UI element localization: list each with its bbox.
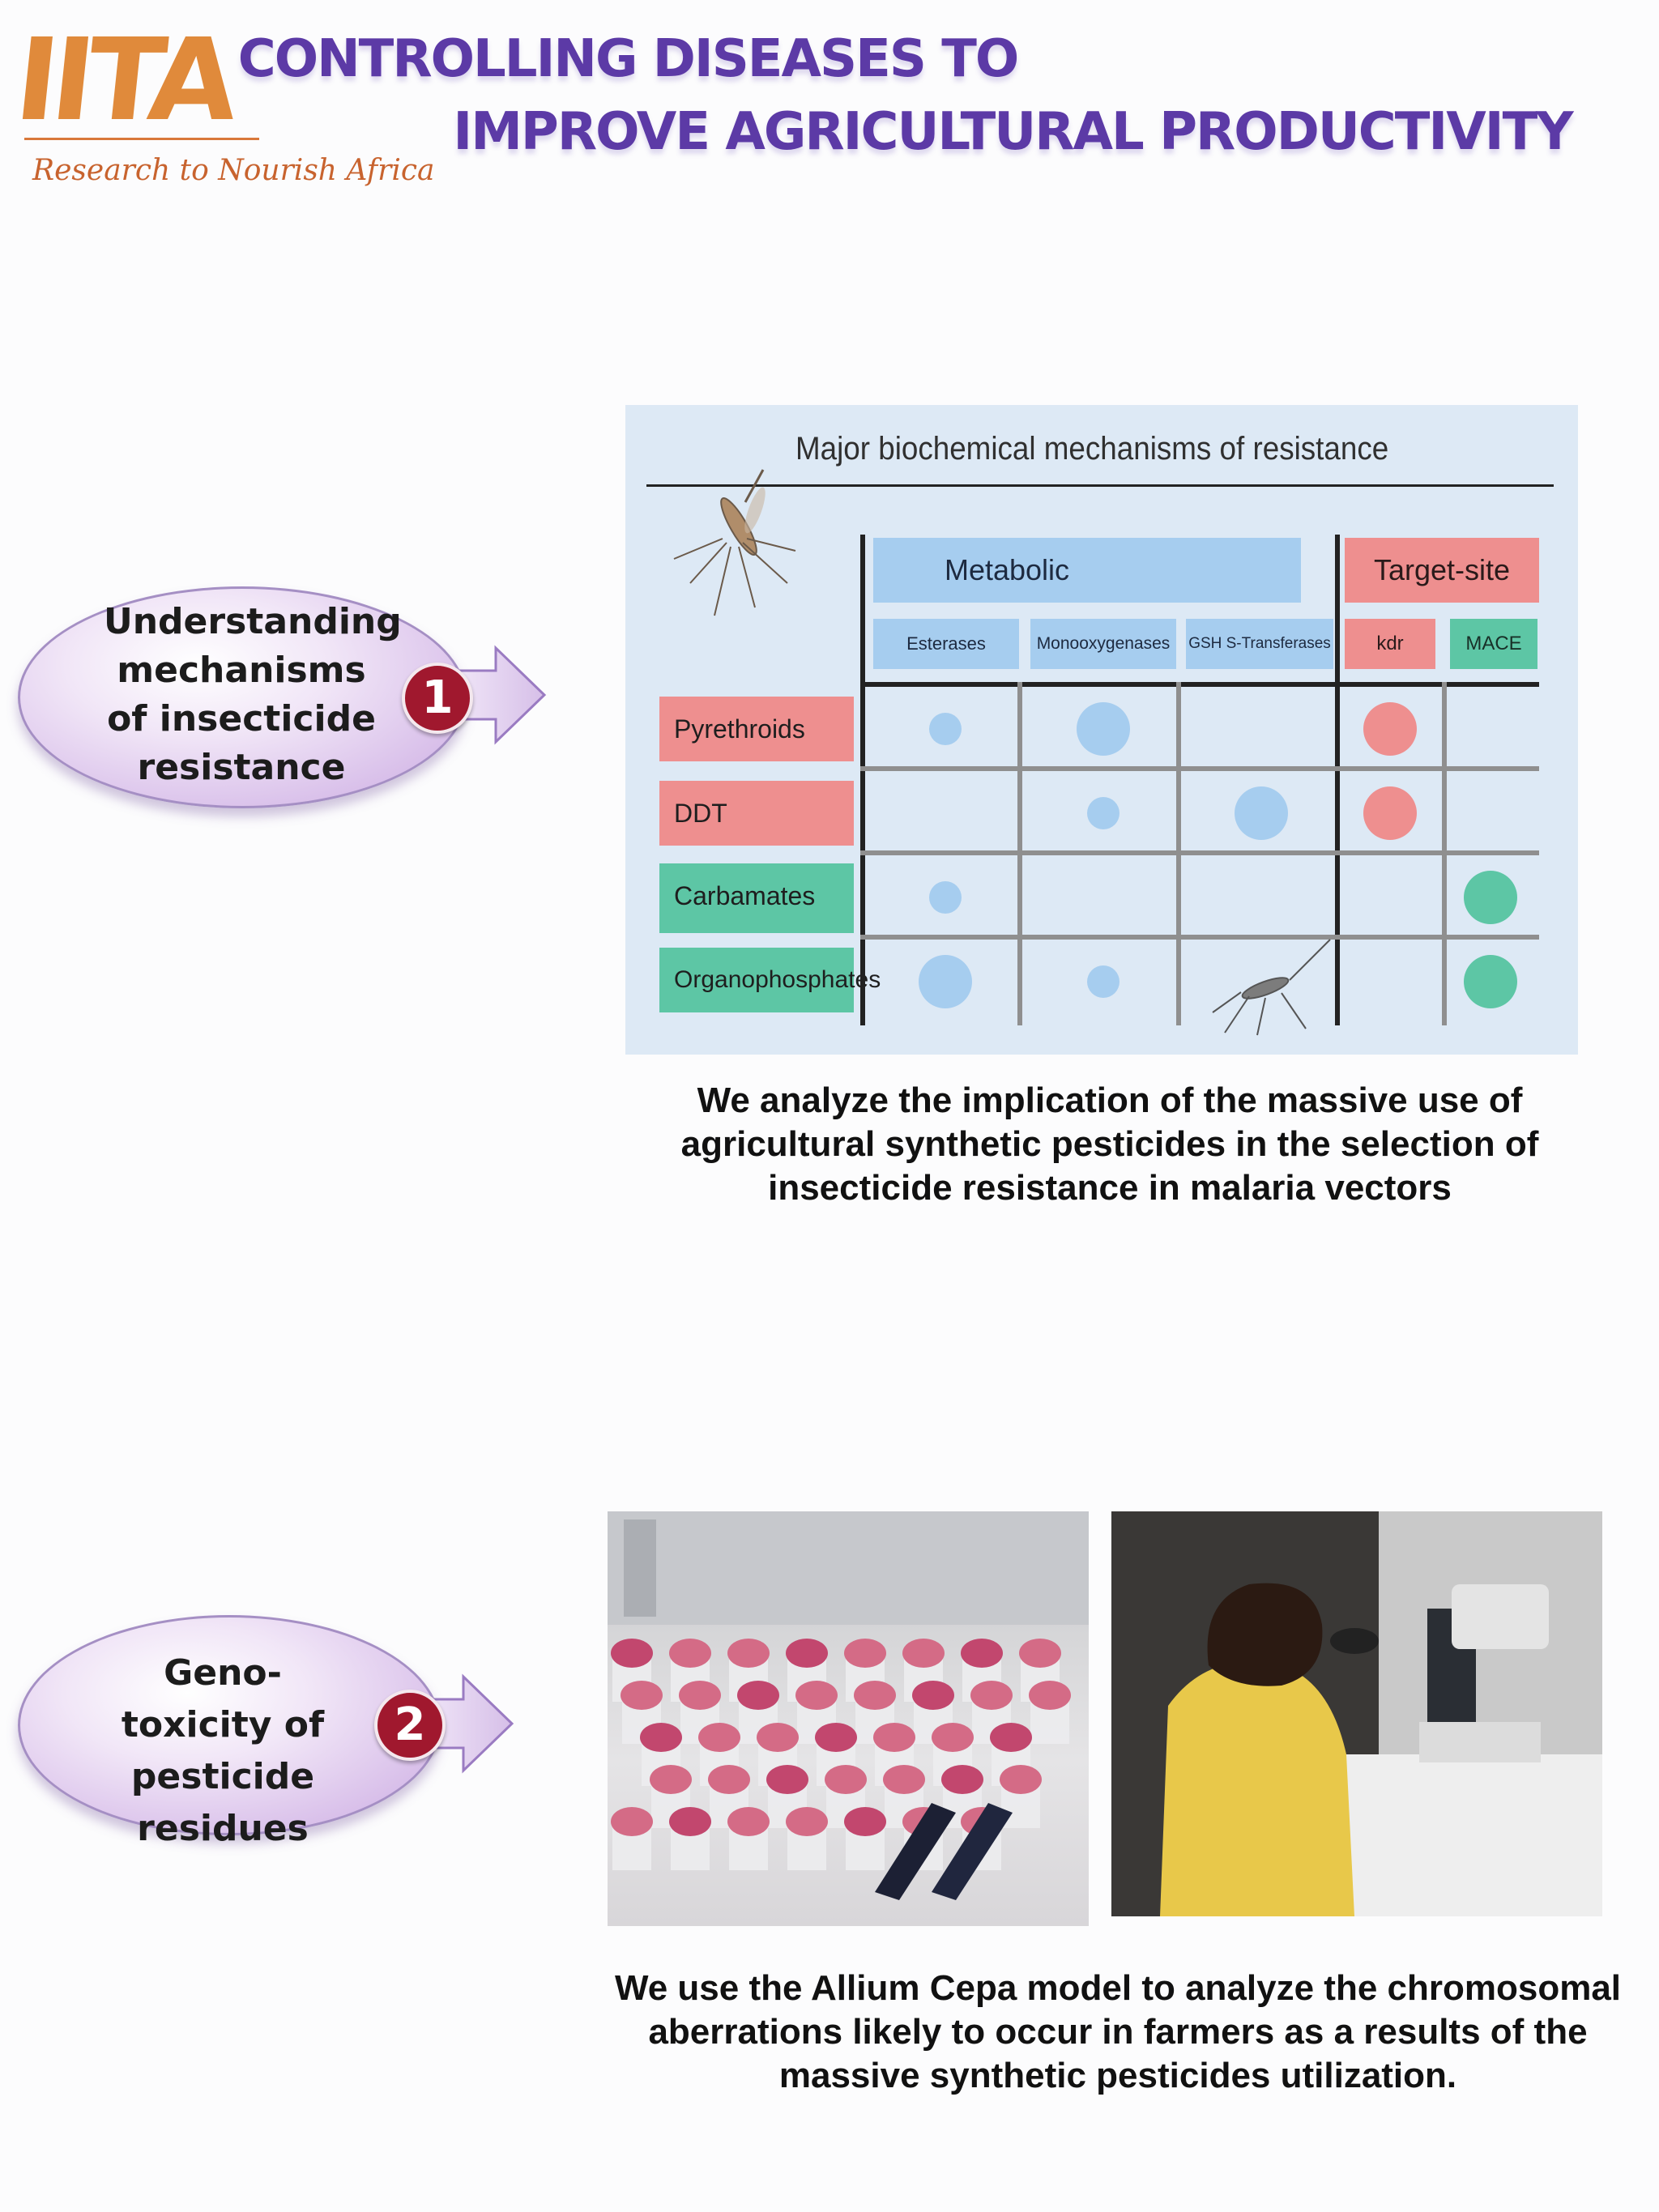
logo-divider — [24, 138, 259, 140]
col-header-gsh-s-transferases: GSH S-Transferases — [1186, 619, 1333, 669]
grid-hline — [860, 766, 1539, 771]
section2-caption: We use the Allium Cepa model to analyze … — [614, 1968, 1622, 2095]
resistance-dot-organophosphates-esterases — [919, 955, 972, 1008]
grid-vline-group — [1335, 535, 1340, 1025]
grid-hline — [860, 850, 1539, 855]
col-header-kdr: kdr — [1345, 619, 1435, 669]
row-label-carbamates: Carbamates — [659, 863, 854, 933]
resistance-dot-ddt-gsh-s-transferases — [1235, 786, 1288, 840]
resistance-dot-organophosphates-mace — [1464, 955, 1517, 1008]
poster-title-line-2: IMPROVE AGRICULTURAL PRODUCTIVITY — [453, 102, 1573, 162]
mosquito-icon — [673, 469, 796, 616]
mosquito-icon — [1212, 939, 1331, 1036]
resistance-dot-carbamates-esterases — [929, 881, 962, 914]
resistance-dot-ddt-monooxygenases — [1087, 797, 1120, 829]
grid-hline-header — [860, 682, 1539, 687]
resistance-dot-pyrethroids-kdr — [1363, 702, 1417, 756]
table-title-rule — [646, 484, 1554, 487]
resistance-dot-organophosphates-monooxygenases — [1087, 965, 1120, 998]
section1-oval — [18, 586, 467, 808]
researcher-microscope-photo — [1111, 1511, 1602, 1916]
table-title: Major biochemical mechanisms of resistan… — [795, 431, 1389, 467]
col-header-monooxygenases: Monooxygenases — [1030, 619, 1176, 669]
logo-tagline: Research to Nourish Africa — [32, 154, 435, 187]
poster-title-line-1: CONTROLLING DISEASES TO — [237, 29, 1020, 89]
resistance-dot-carbamates-mace — [1464, 871, 1517, 924]
row-label-organophosphates: Organophosphates — [659, 948, 881, 1012]
resistance-dots — [625, 405, 1578, 1055]
group-header-metabolic: Metabolic — [873, 538, 1141, 603]
researcher-illustration — [1111, 1511, 1602, 1916]
resistance-dot-pyrethroids-esterases — [929, 713, 962, 745]
grid-vline-main — [860, 535, 865, 1025]
resistance-dot-ddt-kdr — [1363, 786, 1417, 840]
col-header-esterases: Esterases — [873, 619, 1019, 669]
resistance-mechanisms-table: Major biochemical mechanisms of resistan… — [625, 405, 1578, 1055]
group-header-metabolic-ext — [1141, 538, 1301, 603]
section1-label: Understanding mechanisms of insecticide … — [104, 601, 402, 788]
onion-bulbs-illustration — [608, 1511, 1089, 1900]
section2-number-badge: 2 — [374, 1690, 446, 1761]
col-header-mace: MACE — [1450, 619, 1537, 669]
row-label-ddt: DDT — [659, 781, 854, 846]
allium-cepa-onion-photo — [608, 1511, 1089, 1926]
group-header-target-site: Target-site — [1345, 538, 1539, 603]
section1-number-badge: 1 — [402, 663, 473, 734]
grid-hline — [860, 935, 1539, 940]
section1-caption: We analyze the implication of the massiv… — [680, 1080, 1539, 1208]
row-label-pyrethroids: Pyrethroids — [659, 697, 854, 761]
section2-label: Geno-toxicity of pesticide residues — [121, 1652, 325, 1849]
resistance-dot-pyrethroids-monooxygenases — [1077, 702, 1130, 756]
